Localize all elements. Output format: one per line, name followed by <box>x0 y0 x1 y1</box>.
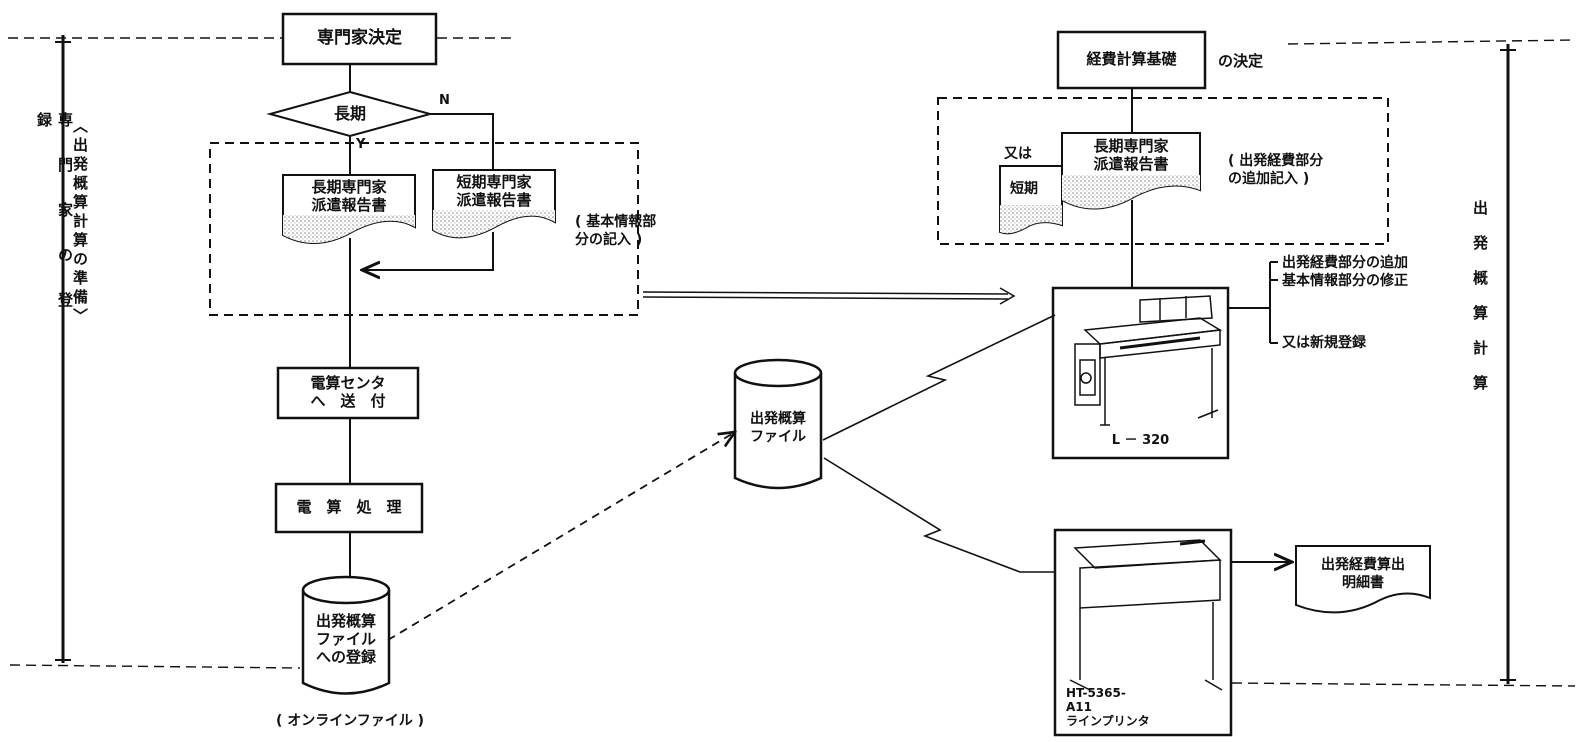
printer-label: HT-5365- A11 ラインプリンタ <box>1066 686 1150 728</box>
left-flow <box>210 14 638 694</box>
decision-yes-label: Y <box>356 136 365 154</box>
right-long-doc-label: 長期専門家 派遣報告書 <box>1062 137 1200 173</box>
printer-illustration <box>1070 540 1222 690</box>
basic-info-note: ( 基本情報部 分の記入 ) <box>575 213 656 249</box>
op-modify: 基本情報部分の修正 <box>1282 272 1408 290</box>
left-vertical-col2: 専門家の登録 <box>34 112 76 352</box>
right-span-bracket <box>1500 44 1516 684</box>
short-label: 短期 <box>1010 180 1038 198</box>
decision-label: 長期 <box>310 105 390 123</box>
start-label: 専門家決定 <box>283 29 436 47</box>
basis-suffix: の決定 <box>1218 52 1263 70</box>
process-label: 電 算 処 理 <box>276 498 422 516</box>
or-label: 又は <box>1004 145 1032 163</box>
short-report-label: 短期専門家 派遣報告書 <box>433 173 555 209</box>
middle-file-label: 出発概算 ファイル <box>735 410 821 446</box>
register-label: 出発概算 ファイル への登録 <box>303 612 389 666</box>
long-report-label: 長期専門家 派遣報告書 <box>283 178 415 214</box>
send-label: 電算センタ へ 送 付 <box>278 374 418 410</box>
basic-info-group <box>210 143 638 315</box>
op-add: 出発経費部分の追加 <box>1282 254 1408 272</box>
terminal-label: L － 320 <box>1053 432 1228 450</box>
comm-links <box>823 315 1055 572</box>
right-vertical-col: 出発概算計算 <box>1470 200 1491 420</box>
dashed-link <box>388 432 735 640</box>
double-arrow <box>643 288 1014 304</box>
output-doc-label: 出発経費算出 明細書 <box>1296 556 1430 592</box>
additional-note: ( 出発経費部分 の追加記入 ) <box>1228 152 1323 188</box>
op-new: 又は新規登録 <box>1282 334 1366 352</box>
basis-label: 経費計算基礎 <box>1058 50 1205 68</box>
terminal-illustration <box>1075 296 1220 425</box>
online-file-label: ( オンラインファイル ) <box>250 712 450 730</box>
decision-no-label: N <box>439 92 450 110</box>
